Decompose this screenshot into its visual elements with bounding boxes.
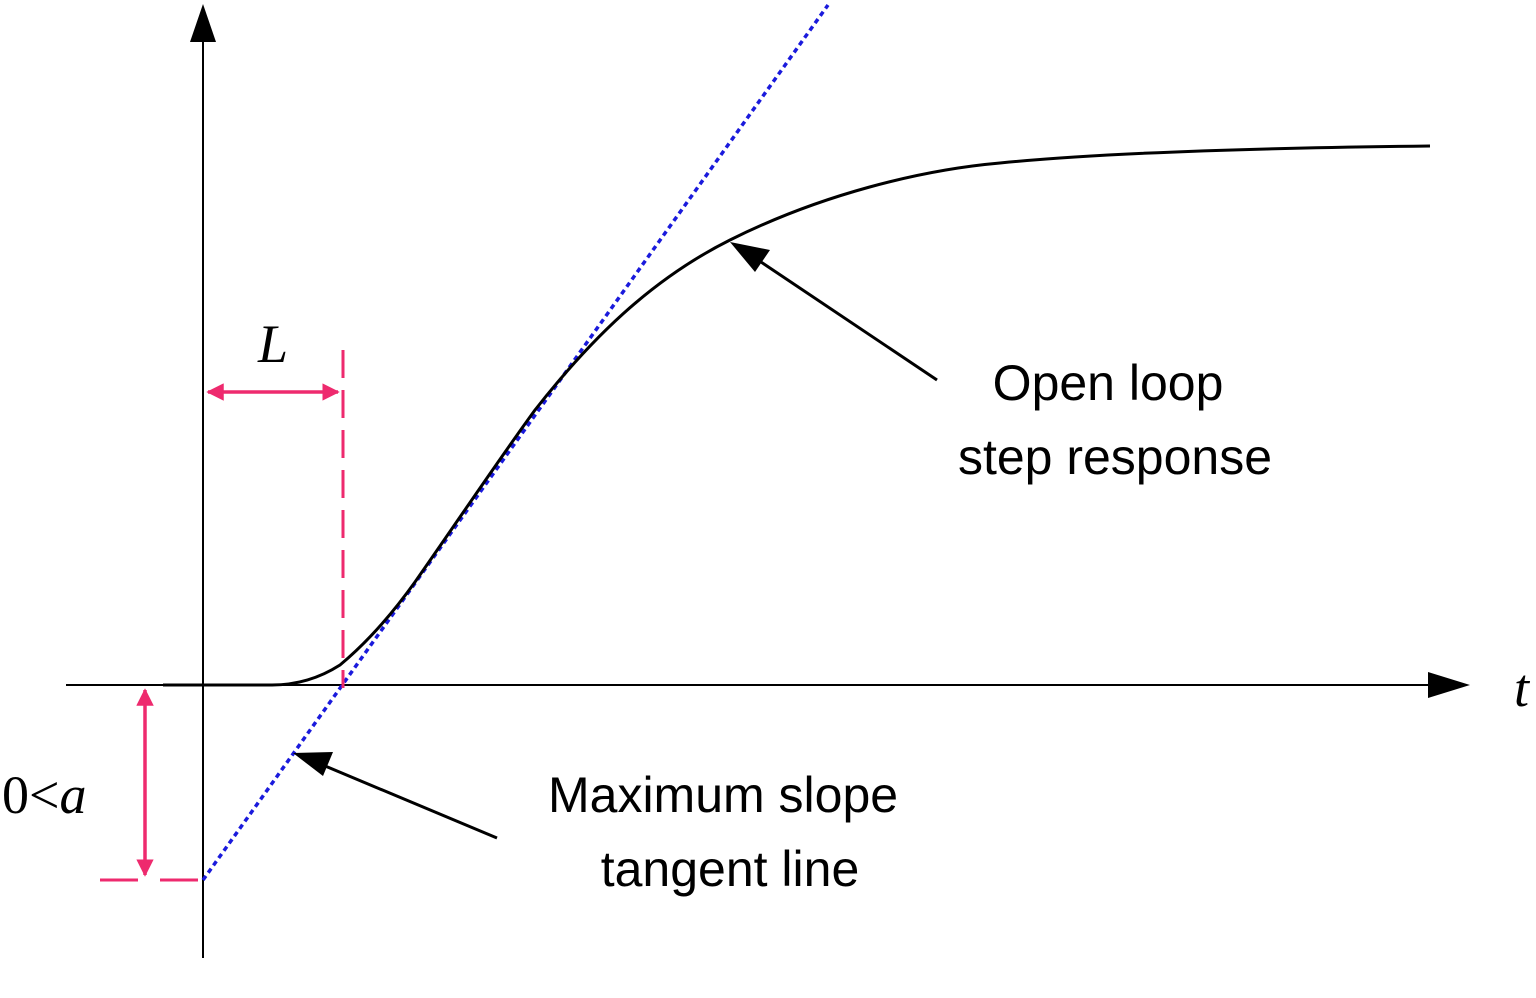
intercept-label-var: a bbox=[59, 765, 86, 825]
response-pointer-shaft bbox=[751, 254, 938, 382]
y-axis-arrowhead-icon bbox=[190, 4, 216, 42]
intercept-label-zero: 0< bbox=[2, 765, 59, 825]
tangent-label-line2: tangent line bbox=[601, 841, 860, 897]
response-label-line1: Open loop bbox=[993, 355, 1224, 411]
tangent-pointer-shaft bbox=[317, 761, 498, 840]
response-label: Open loop step response bbox=[958, 355, 1272, 485]
time-axis-label: t bbox=[1514, 658, 1531, 718]
tangent-label: Maximum slope tangent line bbox=[548, 767, 912, 897]
intercept-label: 0<a bbox=[2, 765, 86, 825]
x-axis-arrowhead-icon bbox=[1428, 672, 1470, 698]
delay-marker bbox=[206, 350, 345, 688]
intercept-marker bbox=[100, 688, 203, 882]
response-pointer bbox=[730, 242, 938, 382]
step-response-curve bbox=[163, 144, 1431, 687]
tangent-label-line1: Maximum slope bbox=[548, 767, 898, 823]
response-pointer-arrowhead-icon bbox=[730, 242, 770, 272]
axes bbox=[66, 4, 1470, 958]
max-slope-tangent-line bbox=[201, 3, 830, 882]
delay-label: L bbox=[257, 314, 288, 374]
tangent-pointer bbox=[293, 752, 498, 840]
tangent-pointer-arrowhead-icon bbox=[293, 752, 333, 776]
response-label-line2: step response bbox=[958, 429, 1272, 485]
